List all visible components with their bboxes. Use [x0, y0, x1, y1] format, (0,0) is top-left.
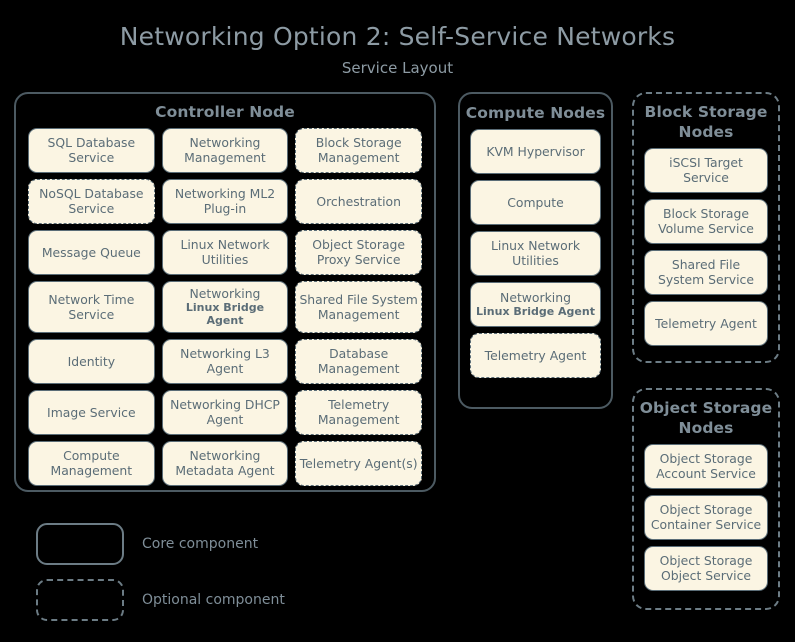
service-label: Identity — [67, 353, 116, 369]
service-label: Object Storage Object Service — [659, 553, 753, 584]
service-label: Message Queue — [41, 244, 141, 260]
service-box[interactable]: Object Storage Account Service — [644, 443, 768, 489]
service-box[interactable]: SQL Database Service — [28, 127, 155, 173]
service-label: Networking — [189, 285, 261, 301]
controller-service-grid: SQL Database Service Networking Managemen… — [16, 127, 434, 498]
page-title: Networking Option 2: Self-Service Networ… — [119, 22, 676, 51]
service-label: Telemetry Management — [317, 397, 400, 428]
service-box[interactable]: Networking Metadata Agent — [161, 440, 289, 486]
service-label: Telemetry Agent — [655, 315, 757, 331]
service-label: Telemetry Agent — [484, 347, 587, 363]
group-object-storage-nodes: Object Storage Nodes Object Storage Acco… — [632, 388, 780, 610]
service-box[interactable]: Linux Network Utilities — [161, 229, 289, 275]
service-label: Block Storage Volume Service — [658, 206, 754, 237]
service-box[interactable]: iSCSI Target Service — [644, 147, 768, 193]
service-box[interactable]: Object Storage Object Service — [644, 545, 768, 591]
service-label: Object Storage Account Service — [656, 451, 756, 482]
service-label: Orchestration — [316, 193, 401, 209]
service-label: Block Storage Management — [315, 135, 402, 166]
service-label: Object Storage Container Service — [650, 502, 762, 533]
service-label: Networking ML2 Plug-in — [174, 186, 276, 217]
service-box[interactable]: Object Storage Proxy Service — [295, 229, 422, 275]
service-box[interactable]: Network Time Service — [28, 280, 155, 333]
service-box[interactable]: Compute Management — [28, 440, 155, 486]
service-label: Networking DHCP Agent — [170, 397, 280, 428]
service-label: Image Service — [47, 404, 136, 420]
service-label: Linux Network Utilities — [180, 237, 270, 268]
group-title-object-storage: Object Storage Nodes — [639, 399, 773, 437]
service-box[interactable]: Networking L3 Agent — [161, 338, 289, 384]
service-label: Networking L3 Agent — [180, 346, 270, 377]
service-box[interactable]: Orchestration — [295, 178, 422, 224]
service-label: Networking — [500, 290, 571, 306]
service-label: Database Management — [317, 346, 400, 377]
service-box[interactable]: Telemetry Agent — [470, 332, 601, 378]
service-label: NoSQL Database Service — [39, 186, 144, 217]
legend-swatch-optional — [36, 579, 124, 621]
service-sublabel: Linux Bridge Agent — [185, 300, 265, 328]
service-box[interactable]: Telemetry Agent(s) — [295, 440, 422, 486]
service-label: SQL Database Service — [47, 135, 136, 166]
group-block-storage-nodes: Block Storage Nodes iSCSI Target Service… — [632, 92, 780, 363]
service-box[interactable]: Object Storage Container Service — [644, 494, 768, 540]
service-label: Compute — [507, 194, 564, 210]
service-box[interactable]: Database Management — [295, 338, 422, 384]
service-sublabel: Linux Bridge Agent — [476, 305, 595, 319]
service-box[interactable]: Networking DHCP Agent — [161, 389, 289, 435]
service-box[interactable]: NoSQL Database Service — [28, 178, 155, 224]
service-label: Telemetry Agent(s) — [299, 455, 418, 471]
service-label: Networking Metadata Agent — [175, 448, 275, 479]
service-box[interactable]: Message Queue — [28, 229, 155, 275]
service-label: Shared File System Service — [658, 257, 754, 288]
service-box[interactable]: Linux Network Utilities — [470, 230, 601, 276]
service-box[interactable]: Telemetry Agent — [644, 300, 768, 346]
service-label: Network Time Service — [48, 291, 135, 322]
service-label: Shared File System Management — [299, 291, 418, 322]
service-box[interactable]: Networking Management — [161, 127, 289, 173]
service-box[interactable]: Shared File System Management — [295, 280, 422, 333]
legend-label: Optional component — [142, 592, 285, 608]
group-title-compute: Compute Nodes — [465, 104, 606, 122]
legend-label: Core component — [142, 536, 259, 552]
service-box[interactable]: Compute — [470, 179, 601, 225]
service-box[interactable]: Block Storage Management — [295, 127, 422, 173]
service-box[interactable]: KVM Hypervisor — [470, 128, 601, 174]
group-title-block-storage: Block Storage Nodes — [644, 103, 768, 141]
service-box[interactable]: Block Storage Volume Service — [644, 198, 768, 244]
service-box[interactable]: Telemetry Management — [295, 389, 422, 435]
service-box[interactable]: Identity — [28, 338, 155, 384]
service-label: iSCSI Target Service — [669, 155, 743, 186]
service-label: Networking Management — [184, 135, 266, 166]
group-title-controller: Controller Node — [155, 103, 295, 121]
legend-item: Optional component — [36, 572, 396, 628]
legend-swatch-core — [36, 523, 124, 565]
page-subtitle: Service Layout — [341, 59, 454, 77]
service-label: Object Storage Proxy Service — [312, 237, 406, 268]
legend-item: Core component — [36, 516, 396, 572]
service-box[interactable]: Networking ML2 Plug-in — [161, 178, 289, 224]
service-label: KVM Hypervisor — [486, 143, 585, 159]
service-box[interactable]: Shared File System Service — [644, 249, 768, 295]
service-label: Compute Management — [50, 448, 133, 479]
service-label: Linux Network Utilities — [490, 238, 581, 269]
service-box[interactable]: Image Service — [28, 389, 155, 435]
